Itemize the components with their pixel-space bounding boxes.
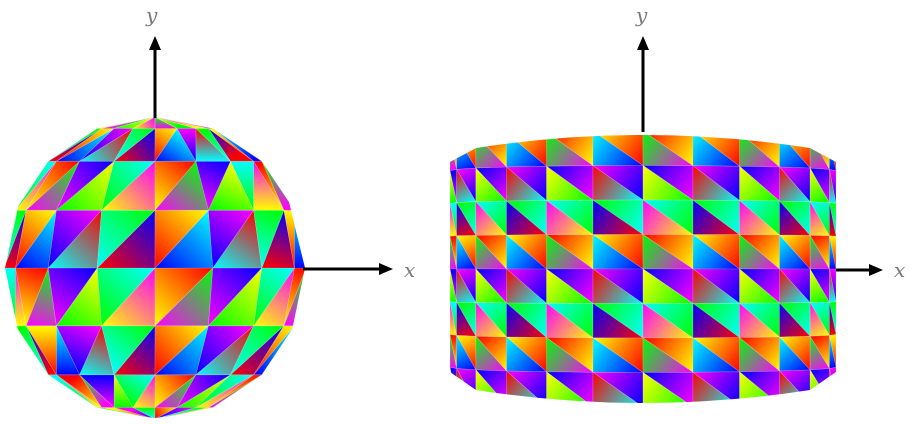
sphere-x-label: x — [404, 258, 415, 282]
sphere-x-axis — [303, 263, 393, 275]
cylinder-facet — [592, 371, 644, 403]
cylinder-facet — [829, 136, 836, 172]
cylinder-x-label: x — [894, 258, 905, 282]
arrowhead-icon — [869, 264, 883, 276]
cylinder-facet — [456, 301, 477, 337]
cylinder-facet — [809, 135, 830, 170]
cylinder-facet — [642, 371, 694, 403]
cylinder-facet — [692, 199, 741, 236]
sphere-facet — [154, 127, 197, 162]
sphere-y-axis — [149, 36, 161, 118]
sphere-facet — [55, 267, 102, 327]
cylinder-facet — [546, 268, 594, 304]
sphere-facet — [25, 325, 57, 376]
cylinder-y-axis — [637, 36, 649, 132]
arrowhead-icon — [149, 36, 161, 50]
cylinder-facet — [475, 301, 508, 338]
cylinder-facet — [829, 334, 836, 368]
sphere-panel: y x — [5, 3, 415, 418]
sphere-facet — [5, 267, 16, 326]
cylinder-facet — [450, 137, 457, 172]
cylinder-facet — [692, 268, 741, 304]
cylinder-mesh — [450, 135, 836, 403]
arrowhead-icon — [379, 263, 393, 275]
sphere-facet — [294, 210, 305, 269]
cylinder-facet — [450, 203, 457, 237]
cylinder-facet — [829, 235, 836, 270]
cylinder-facet — [546, 371, 594, 403]
cylinder-panel: y x — [450, 3, 905, 403]
arrowhead-icon — [637, 36, 649, 50]
cylinder-facet — [546, 199, 594, 236]
cylinder-facet — [779, 166, 811, 203]
sphere-mesh — [5, 116, 305, 418]
cylinder-facet — [450, 170, 457, 204]
sphere-facet — [154, 116, 213, 129]
cylinder-facet — [475, 268, 508, 304]
cylinder-facet — [809, 301, 830, 337]
sphere-y-label: y — [145, 3, 158, 27]
cylinder-facet — [475, 167, 508, 203]
cylinder-y-label: y — [635, 3, 648, 27]
cylinder-facet — [692, 371, 741, 403]
cylinder-x-axis — [836, 264, 883, 276]
sphere-facet — [25, 325, 57, 376]
cylinder-facet — [779, 268, 811, 304]
